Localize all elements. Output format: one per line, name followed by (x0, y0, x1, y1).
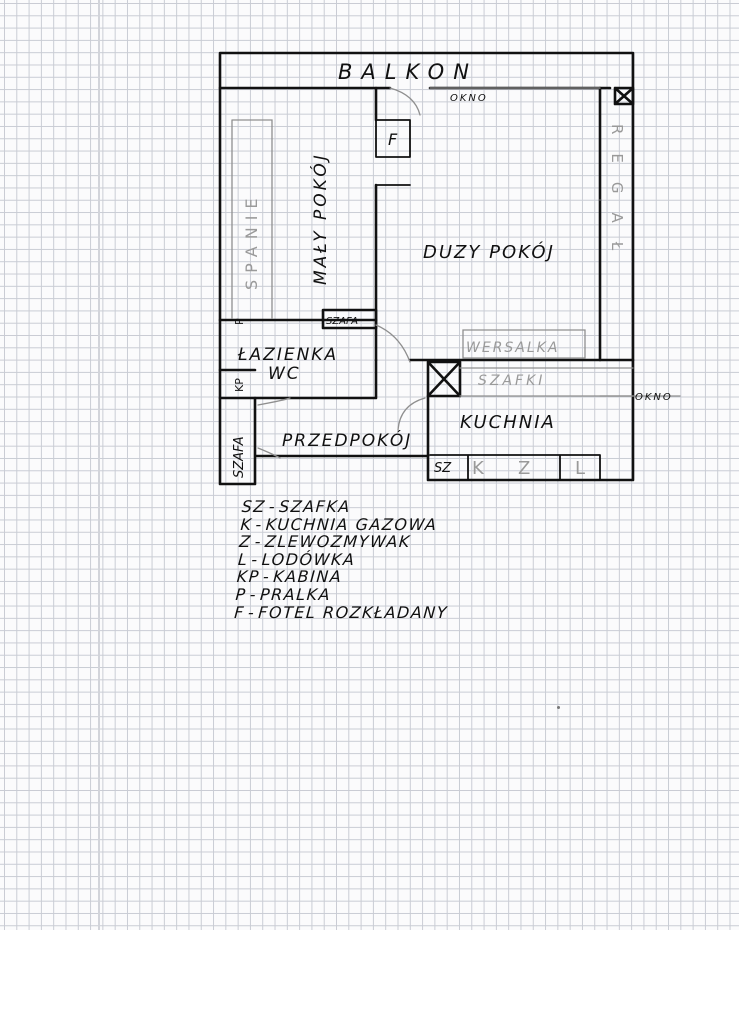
floor-plan: BALKON OKNO F REGAŁ SPANIE MAŁY POKÓJ DU… (218, 51, 681, 486)
door-arc-4 (257, 397, 291, 406)
outer-wall (218, 51, 635, 486)
legend-text: SZAFKA (278, 497, 352, 516)
kitchen-unit-z: Z (518, 458, 530, 479)
corner-box (613, 86, 635, 106)
door-arc-2 (375, 324, 411, 363)
ink-dot (557, 706, 560, 709)
wersalka-label: WERSALKA (466, 340, 559, 356)
legend-text: FOTEL ROZKŁADANY (257, 602, 449, 622)
lazienka-label: ŁAZIENKA (237, 345, 338, 365)
legend-row: KKUCHNIA GAZOWA (240, 514, 455, 534)
duzy-pokoj-label: DUZY POKÓJ (423, 241, 555, 263)
graph-paper (0, 0, 739, 930)
legend-code: L (237, 550, 262, 569)
legend-code: KP (236, 567, 274, 586)
szafki-label: SZAFKI (478, 373, 545, 389)
kitchen-unit-l: L (575, 458, 585, 479)
maly-pokoj-label: MAŁY POKÓJ (309, 152, 331, 285)
kuchnia-label: KUCHNIA (460, 412, 556, 433)
fotel-box (375, 119, 411, 186)
fotel-label: F (388, 130, 398, 149)
przedpokoj-label: PRZEDPOKÓJ (282, 429, 412, 451)
legend-code: SZ (241, 497, 280, 516)
okno-top-label: OKNO (450, 93, 488, 104)
okno-right-label: OKNO (635, 392, 673, 403)
legend-text: KUCHNIA GAZOWA (265, 514, 439, 534)
paper-margin-line (98, 0, 100, 930)
legend-text: ZLEWOZMYWAK (264, 532, 412, 552)
legend-row: FFOTEL ROZKŁADANY (234, 602, 449, 622)
door-arc-1 (389, 87, 421, 116)
szafa-label: SZAFA (326, 316, 358, 327)
kitchen-counter (429, 454, 601, 481)
kitchen-unit-k: K (472, 458, 485, 479)
szafa-box (321, 308, 378, 330)
spanie-label: SPANIE (242, 191, 261, 290)
legend-code: P (235, 585, 261, 604)
legend-text: KABINA (272, 567, 343, 587)
legend-row: KPKABINA (236, 567, 451, 587)
legend: SZSZAFKA KKUCHNIA GAZOWA ZZLEWOZMYWAK LL… (234, 497, 456, 622)
wc-label: WC (268, 364, 301, 384)
kabina-label: KP (233, 378, 246, 392)
spanie-outline (231, 119, 273, 319)
kitchen-unit-sz: SZ (434, 461, 452, 476)
vent-box (426, 360, 462, 398)
legend-text: LODÓWKA (261, 549, 357, 569)
door-arc-5 (257, 447, 281, 459)
door-arc-3 (397, 397, 426, 431)
szafa-hall-label: SZAFA (232, 436, 247, 478)
balkon-label: BALKON (338, 60, 478, 84)
legend-row: ZZLEWOZMYWAK (239, 532, 454, 552)
legend-row: SZSZAFKA (241, 497, 456, 516)
legend-code: F (234, 603, 259, 622)
wersalka-outline (462, 329, 586, 359)
legend-code: K (240, 515, 267, 534)
bathroom-wall (218, 358, 378, 400)
legend-text: PRALKA (259, 584, 332, 604)
legend-row: PPRALKA (235, 584, 450, 604)
pralka-label: P (233, 318, 246, 325)
regal-label: REGAŁ (608, 124, 626, 269)
legend-code: Z (239, 532, 266, 551)
legend-row: LLODÓWKA (237, 549, 452, 569)
